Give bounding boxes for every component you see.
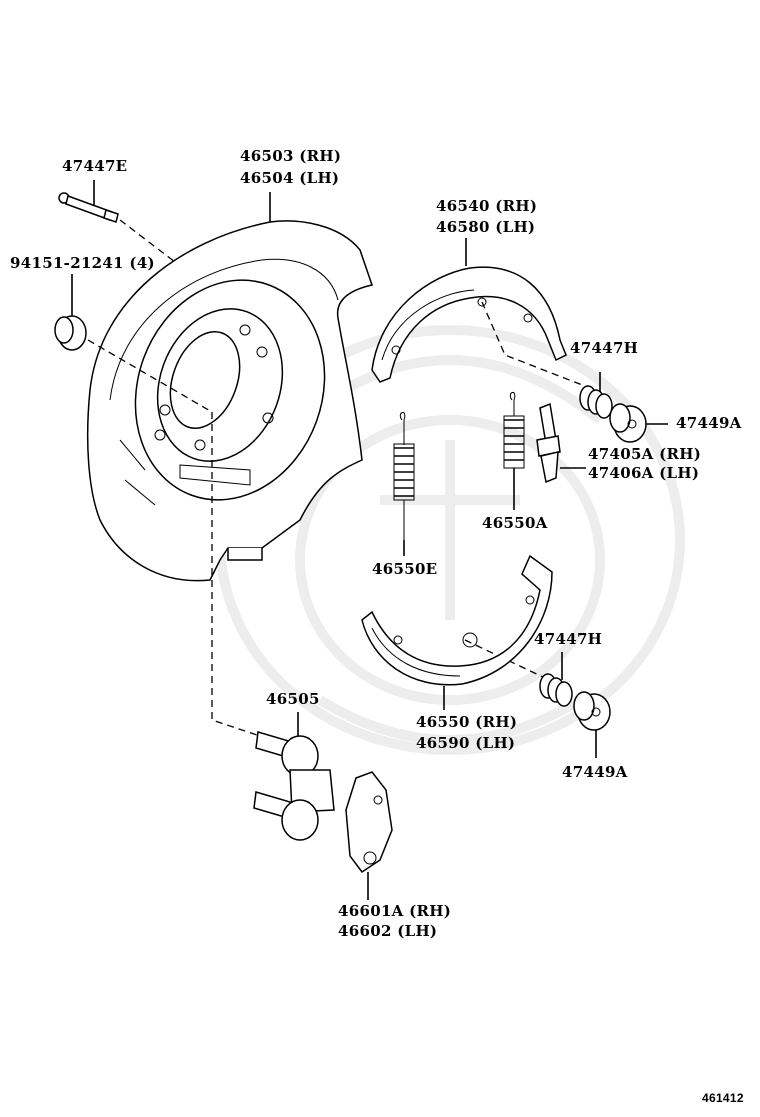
label-46550a: 46550A [482,514,548,532]
label-47406a-lh: 47406A (LH) [588,464,700,482]
cap-47449a-top [609,403,668,443]
backing-plate-46503 [86,220,373,582]
label-47449a-top: 47449A [676,414,742,432]
label-46550-rh: 46550 (RH) [416,713,518,731]
label-46580-lh: 46580 (LH) [436,218,536,236]
label-46550e: 46550E [372,560,438,578]
label-46601a-rh: 46601A (RH) [338,902,452,920]
label-46503-rh: 46503 (RH) [240,147,342,165]
adjuster-47405a [536,402,586,484]
label-46602-lh: 46602 (LH) [338,922,438,940]
figure-number: 461412 [702,1091,744,1105]
label-47447e: 47447E [62,157,128,175]
cap-47449a-bottom [573,691,611,758]
bolt-47447e [58,180,119,223]
watermark [215,325,685,755]
label-46504-lh: 46504 (LH) [240,169,340,187]
label-46590-lh: 46590 (LH) [416,734,516,752]
label-46540-rh: 46540 (RH) [436,197,538,215]
spring-46550e [393,412,415,556]
spring-46550a [503,392,525,510]
spring-47447h-top [579,372,613,419]
lever-46601a [345,771,393,900]
anchor-46505 [253,712,335,841]
nut-94151 [54,274,87,351]
spring-47447h-bottom [539,652,573,707]
label-47449a-bottom: 47449A [562,763,628,781]
label-46505: 46505 [266,690,320,708]
lower-brake-shoe-46550 [361,554,553,710]
label-47447h-bottom: 47447H [534,630,603,648]
dashed-guides [87,219,591,741]
label-94151: 94151-21241 (4) [10,254,155,272]
label-47405a-rh: 47405A (RH) [588,445,702,463]
label-47447h-top: 47447H [570,339,639,357]
upper-brake-shoe-46540 [371,238,567,383]
